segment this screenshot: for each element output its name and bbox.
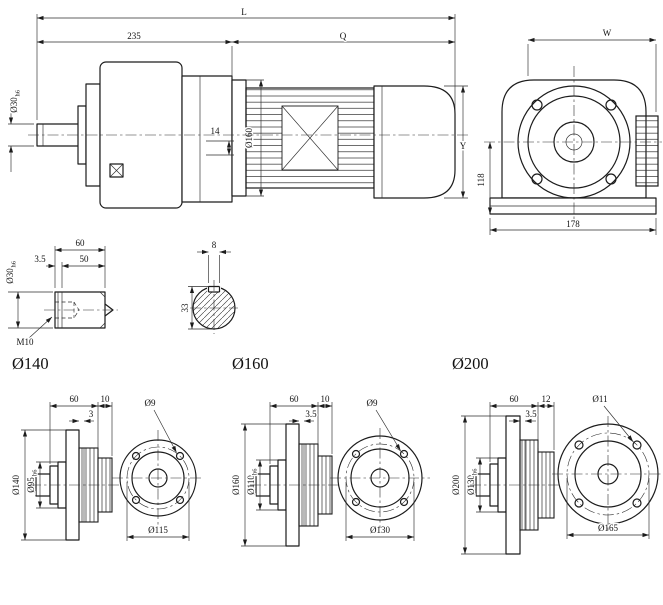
flange-200: Ø200 60 12 3.5 Ø200 Ø130: [450, 354, 661, 555]
dim-label-key-width: 8: [212, 240, 217, 250]
dim-label-groove: 3.5: [34, 254, 46, 264]
dim-label-width-w: W: [603, 28, 612, 38]
svg-text:Ø200: Ø200: [451, 475, 461, 495]
flange-140-dimension-lines: [21, 402, 113, 541]
dim-label-base-width: 178: [566, 219, 580, 229]
svg-text:118: 118: [476, 173, 486, 187]
drain-plug: [109, 163, 124, 178]
flange-200-bolt-holes: [574, 440, 642, 508]
svg-text:h6: h6: [11, 260, 18, 267]
dim-label-160-outer: Ø160: [230, 473, 243, 496]
shaft-end-detail: 60 50 3.5 Ø30 h6 M10: [4, 237, 118, 349]
dim-label-160-pinion: 10: [321, 394, 331, 404]
dim-label-140-bolt-circle: Ø115: [148, 525, 168, 535]
fan-cover: [373, 85, 456, 199]
svg-text:h6: h6: [32, 469, 39, 476]
dim-label-step: 14: [211, 126, 221, 136]
dim-label-140-hole: Ø9: [145, 398, 156, 408]
dim-label-160-hole: Ø9: [367, 398, 378, 408]
flange-200-bc-dimension: [566, 478, 650, 539]
flange-160-bolt-holes: [351, 449, 409, 507]
flange-200-hole-leader: [603, 405, 634, 442]
svg-text:Ø160: Ø160: [231, 475, 241, 495]
dim-label-140-offset: 3: [89, 409, 94, 419]
dim-label-usable-length: 50: [80, 254, 90, 264]
shaft-chamfers: [99, 291, 106, 329]
main-side-view: L 235 Q Ø30 h6 Ø160 14 Y: [8, 6, 470, 209]
motor-nameplate: [281, 105, 339, 171]
dim-label-200-hole: Ø11: [592, 394, 607, 404]
front-dimension-lines: [487, 37, 657, 235]
svg-text:Ø140: Ø140: [11, 475, 21, 495]
dim-label-gearbox-length: 235: [127, 31, 141, 41]
flange-160-title: Ø160: [232, 354, 269, 373]
flange-200-title: Ø200: [452, 354, 489, 373]
dim-label-center-height: 118: [475, 171, 488, 188]
flange-140-hole-leader: [153, 409, 177, 453]
dim-label-160-length: 60: [290, 394, 300, 404]
dim-label-shaft-length: 60: [76, 238, 86, 248]
front-view: W 118 178: [475, 27, 662, 235]
svg-text:33: 33: [180, 303, 190, 313]
dim-label-overall-length: L: [241, 7, 247, 17]
svg-text:Ø160: Ø160: [244, 128, 254, 148]
terminal-box: [635, 115, 659, 187]
svg-text:h6: h6: [472, 468, 479, 475]
dim-label-160-bolt-circle: Ø130: [370, 525, 390, 535]
flange-160: Ø160 60 10 3.5 Ø160 Ø110: [230, 354, 430, 547]
dim-label-shaft-diameter: Ø30 h6: [8, 88, 23, 114]
tapped-hole-hidden: [55, 301, 80, 319]
svg-text:h6: h6: [252, 468, 259, 475]
svg-text:Ø30: Ø30: [5, 268, 15, 284]
dim-label-200-outer: Ø200: [450, 473, 463, 496]
flange-140-bc-dimension: [126, 482, 190, 541]
flange-160-bc-dimension: [345, 482, 415, 541]
flange-140: Ø140 60 10 3 Ø140 Ø9: [10, 354, 204, 541]
dim-label-motor-flange-dia: Ø160: [243, 126, 256, 149]
gear-housing-stage2: [181, 75, 233, 203]
flange-140-title: Ø140: [12, 354, 49, 373]
flange-160-dimension-lines: [241, 402, 333, 547]
dim-label-200-offset: 3.5: [525, 409, 537, 419]
flange-bolt-holes: [531, 99, 617, 185]
flange-140-bolt-holes: [131, 451, 185, 505]
flange-160-hole-leader: [375, 409, 401, 451]
key-cross-section: 8 33: [179, 239, 238, 334]
dim-label-140-pinion: 10: [101, 394, 111, 404]
svg-text:h6: h6: [15, 89, 22, 96]
dim-label-thread: M10: [16, 337, 34, 347]
dim-label-140-outer: Ø140: [10, 473, 23, 496]
dim-label-height-y: Y: [460, 141, 467, 151]
dim-label-200-length: 60: [510, 394, 520, 404]
dim-label-200-pinion: 12: [542, 394, 551, 404]
main-dimension-lines: [8, 14, 468, 199]
dim-label-160-offset: 3.5: [305, 409, 317, 419]
dim-label-140-length: 60: [70, 394, 80, 404]
flange-200-dimension-lines: [461, 402, 555, 555]
shaft-bore-circle: [553, 121, 595, 163]
shaft-detail-dimension-lines: [8, 246, 106, 339]
dim-label-motor-length: Q: [340, 31, 347, 41]
dim-label-shaft-detail-dia: Ø30 h6: [4, 259, 19, 285]
svg-text:Ø30: Ø30: [9, 97, 19, 113]
dim-label-key-height: 33: [179, 302, 192, 315]
